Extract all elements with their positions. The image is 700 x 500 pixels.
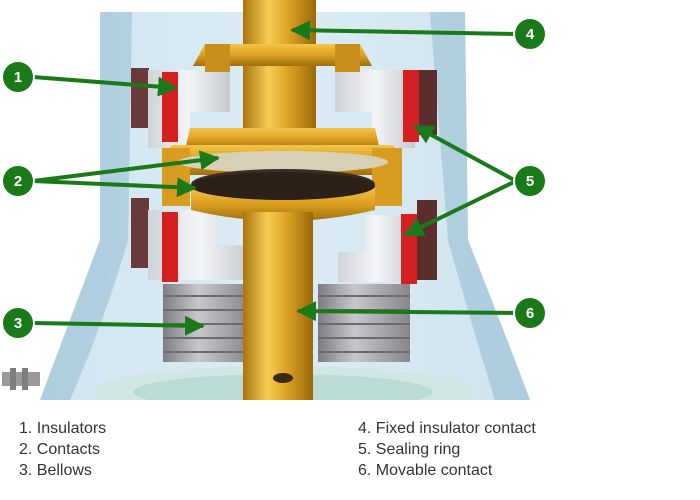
vacuum-interrupter-illustration: 1 2 3 4 5 6: [1, 0, 547, 400]
callout-4: 4: [513, 17, 547, 51]
movable-contact-stem: [243, 212, 313, 400]
callout-leaders: [32, 20, 517, 336]
callout-4-label: 4: [526, 26, 535, 43]
callout-1-label: 1: [14, 69, 22, 86]
contact-discs: [178, 151, 388, 221]
callout-3: 3: [1, 306, 35, 340]
callout-5: 5: [513, 164, 547, 198]
callout-2: 2: [1, 164, 35, 198]
legend-item-contacts: 2. Contacts: [19, 441, 100, 458]
callout-2-label: 2: [14, 173, 22, 190]
callout-6-label: 6: [526, 305, 534, 322]
legend-item-sealing-ring: 5. Sealing ring: [358, 441, 461, 458]
bellows-stack: [163, 284, 410, 362]
legend-right-column: 4. Fixed insulator contact 5. Sealing ri…: [358, 418, 536, 481]
legend-left-column: 1. Insulators 2. Contacts 3. Bellows: [19, 418, 106, 481]
callout-5-label: 5: [526, 173, 534, 190]
legend-item-movable-contact: 6. Movable contact: [358, 462, 493, 479]
callout-6: 6: [513, 296, 547, 330]
legend-item-insulators: 1. Insulators: [19, 420, 107, 437]
callout-3-label: 3: [14, 315, 22, 332]
callout-1: 1: [1, 60, 35, 94]
fixed-contact-stem: [193, 0, 372, 140]
threaded-terminal: [2, 368, 40, 390]
legend-item-bellows: 3. Bellows: [19, 462, 92, 479]
legend-item-fixed-insulator-contact: 4. Fixed insulator contact: [358, 420, 536, 437]
